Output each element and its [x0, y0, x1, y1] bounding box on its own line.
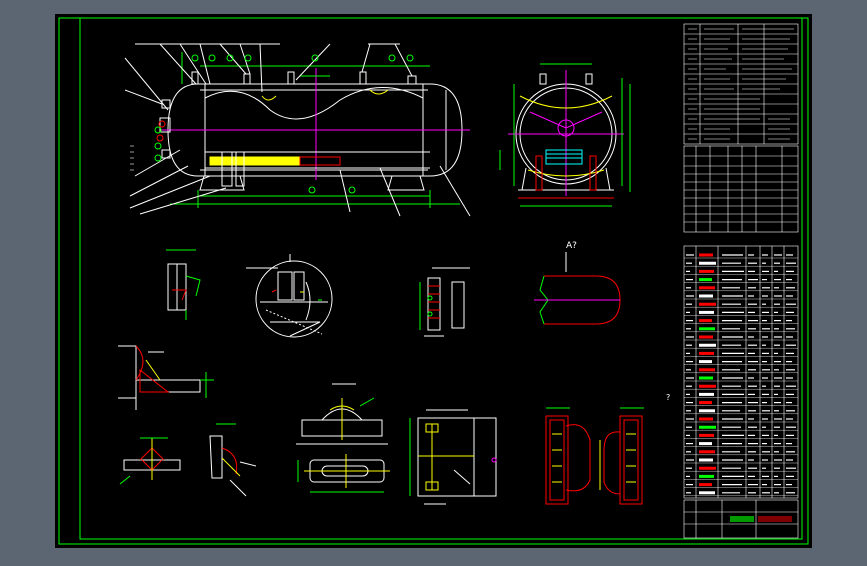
- bracket-plan-detail: [409, 409, 497, 505]
- corner-weld-detail: [209, 423, 257, 497]
- circular-detail: [246, 254, 333, 338]
- baffle-curve: [204, 87, 424, 120]
- weld-detail-1: [166, 249, 201, 320]
- title-block-name: [730, 516, 754, 522]
- butt-weld-detail: [119, 437, 181, 485]
- section-a-label: A?: [566, 241, 577, 251]
- nozzle-table: [683, 145, 799, 233]
- support-frame-detail: [545, 407, 644, 505]
- title-block-marker: ?: [666, 393, 670, 402]
- saddle-left: [199, 175, 245, 191]
- sheet-inner-border: [79, 17, 803, 540]
- design-data-table: [683, 23, 799, 145]
- design-data-text: [688, 28, 794, 140]
- plate-detail: [296, 383, 390, 493]
- vessel-end-view: [499, 63, 631, 207]
- vessel-shell: [167, 83, 463, 177]
- parts-list-rows: [684, 253, 798, 496]
- drawing-sheet: [55, 14, 812, 548]
- section-a-detail: A?: [534, 241, 621, 325]
- saddle-right: [387, 175, 425, 191]
- title-block: [683, 499, 799, 539]
- fillet-weld-detail: [118, 345, 214, 410]
- parts-list-table: [683, 245, 799, 499]
- tube-sheet-detail: [419, 267, 470, 337]
- vessel-side-view: [124, 43, 471, 217]
- heating-tube: [209, 156, 301, 166]
